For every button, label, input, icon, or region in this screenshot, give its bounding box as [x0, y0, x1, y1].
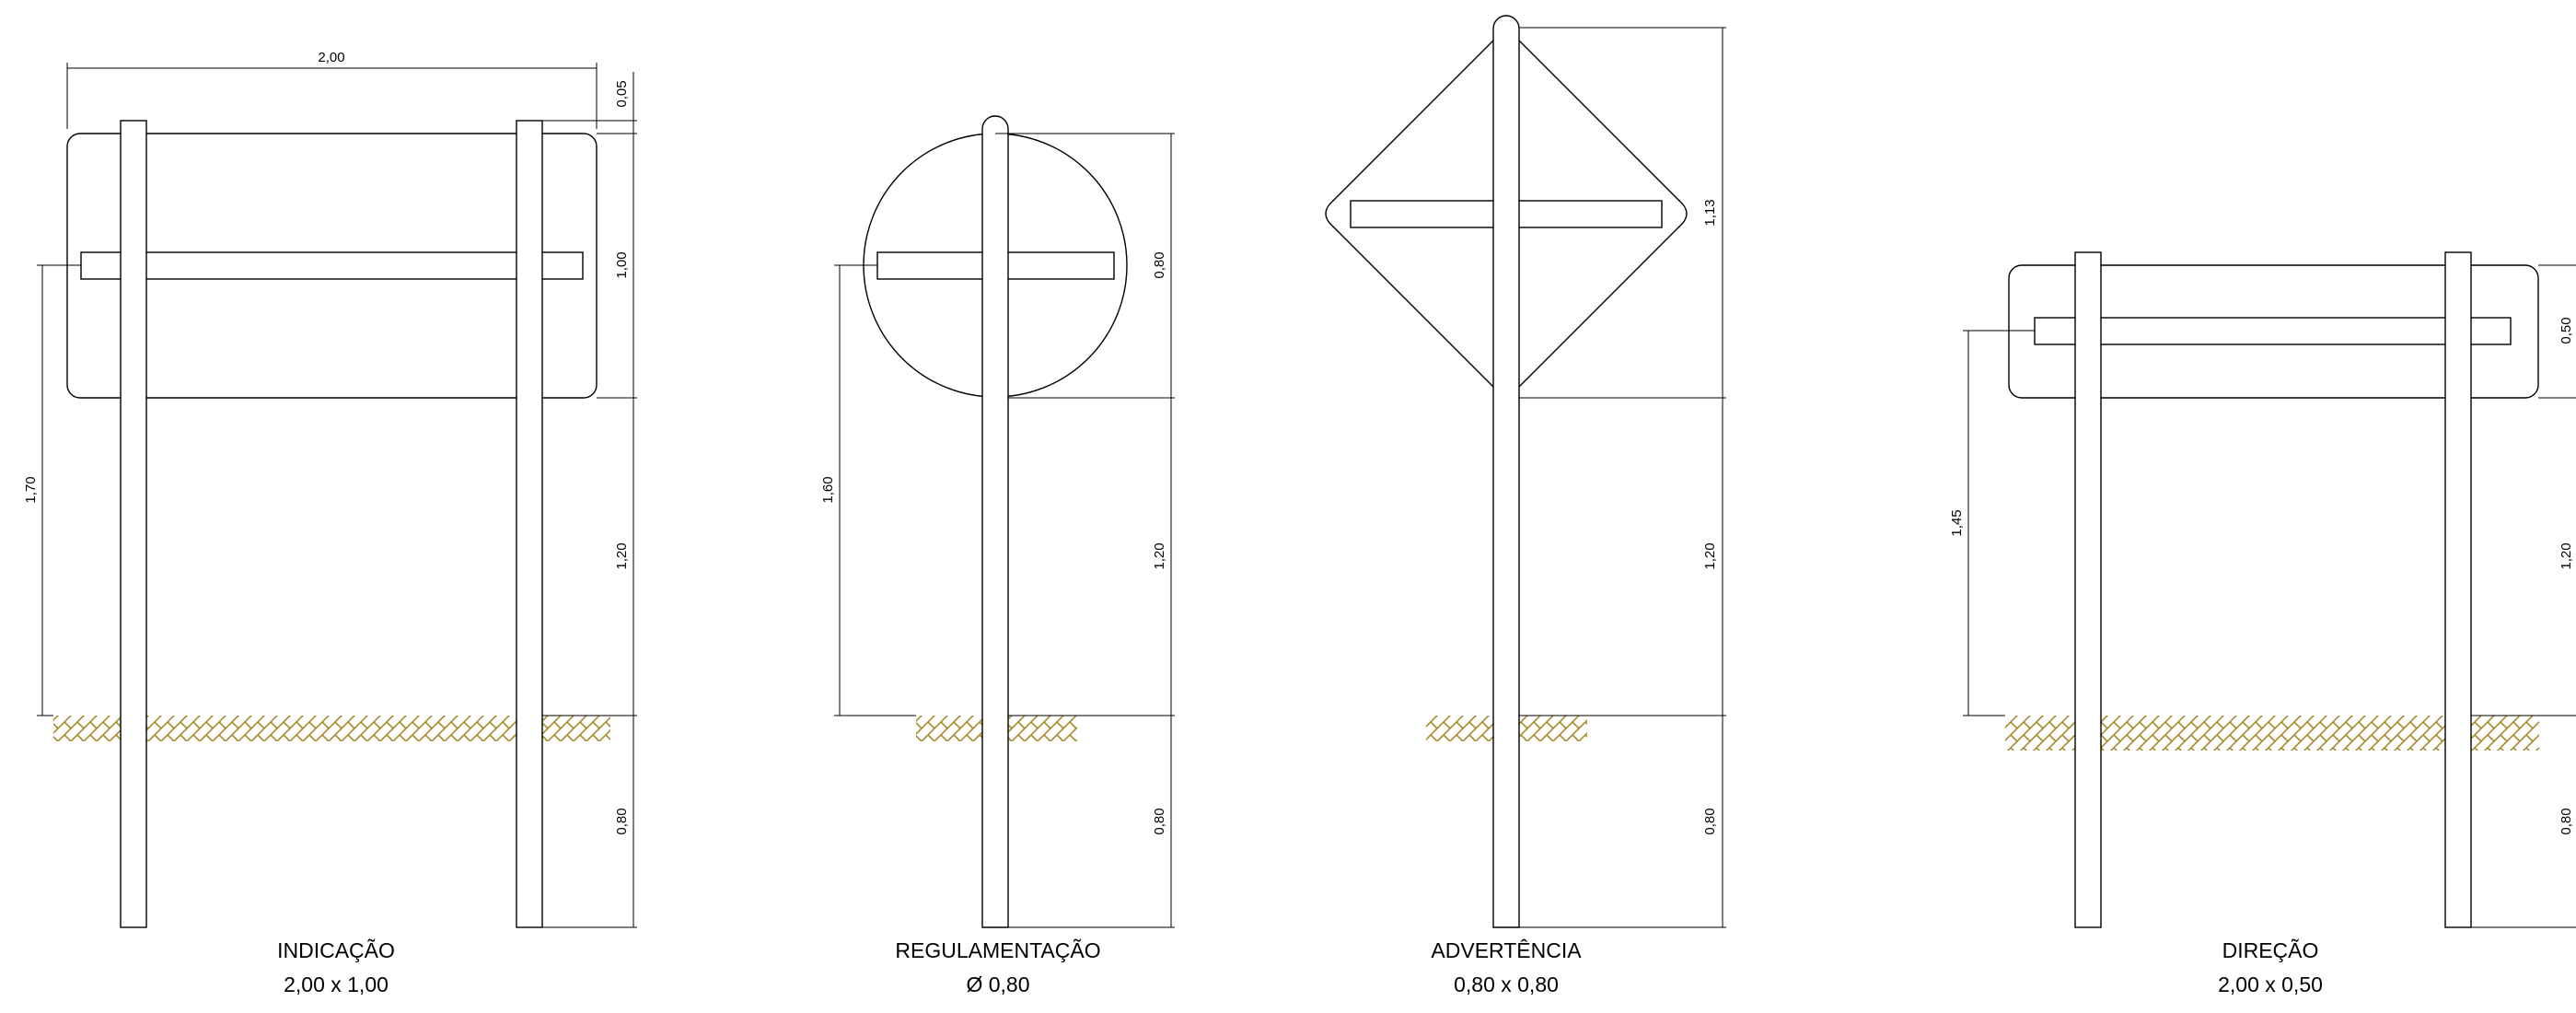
dimension-lines [1963, 264, 2576, 928]
post-left [2074, 251, 2102, 928]
sign-title: REGULAMENTAÇÃO [895, 938, 1100, 962]
dim-clear: 1,20 [2559, 542, 2574, 569]
dim-buried: 0,80 [2559, 808, 2574, 834]
dim-panel: 1,00 [614, 251, 630, 278]
dim-panel: 0,80 [1152, 251, 1167, 278]
sign-advertencia: 1,13 1,20 0,80 ADVERTÊNCIA 0,80 x 0,80 [1325, 15, 1726, 996]
dimension-lines [1519, 27, 1726, 928]
dim-clear: 1,20 [1152, 542, 1167, 569]
dim-buried: 0,80 [1152, 808, 1167, 834]
dim-top: 0,05 [614, 80, 630, 107]
sign-size: 2,00 x 0,50 [2218, 972, 2323, 996]
dim-panel: 0,50 [2559, 317, 2574, 343]
post-right [516, 120, 543, 928]
dim-clear: 1,20 [1702, 542, 1718, 569]
dimension-lines [37, 63, 637, 928]
sign-indicacao: 2,00 0,05 1,00 1,20 0,80 1,70 INDICAÇÃO … [23, 50, 637, 996]
dim-height: 1,45 [1949, 509, 1965, 536]
sign-title: ADVERTÊNCIA [1431, 938, 1582, 962]
post-left [120, 120, 147, 928]
sign-title: DIREÇÃO [2222, 938, 2319, 962]
post-right [2444, 251, 2472, 928]
post [1492, 15, 1520, 928]
dim-panel: 1,13 [1702, 199, 1718, 226]
sign-size: 2,00 x 1,00 [284, 972, 389, 996]
dim-height: 1,70 [23, 476, 39, 503]
dim-height: 1,60 [820, 476, 836, 503]
sign-regulamentacao: 0,80 1,20 0,80 1,60 REGULAMENTAÇÃO Ø 0,8… [820, 115, 1175, 996]
sign-size: 0,80 x 0,80 [1454, 972, 1559, 996]
dim-buried: 0,80 [1702, 808, 1718, 834]
post [981, 115, 1009, 928]
sign-size: Ø 0,80 [966, 972, 1029, 996]
sign-title: INDICAÇÃO [277, 938, 395, 962]
dim-clear: 1,20 [614, 542, 630, 569]
sign-direcao: 0,50 1,20 0,80 1,45 DIREÇÃO 2,00 x 0,50 [1949, 251, 2576, 996]
dim-buried: 0,80 [614, 808, 630, 834]
mounting-bar [80, 251, 584, 280]
mounting-bar [2034, 317, 2512, 345]
dim-width: 2,00 [318, 50, 344, 65]
dimension-lines [834, 133, 1175, 928]
